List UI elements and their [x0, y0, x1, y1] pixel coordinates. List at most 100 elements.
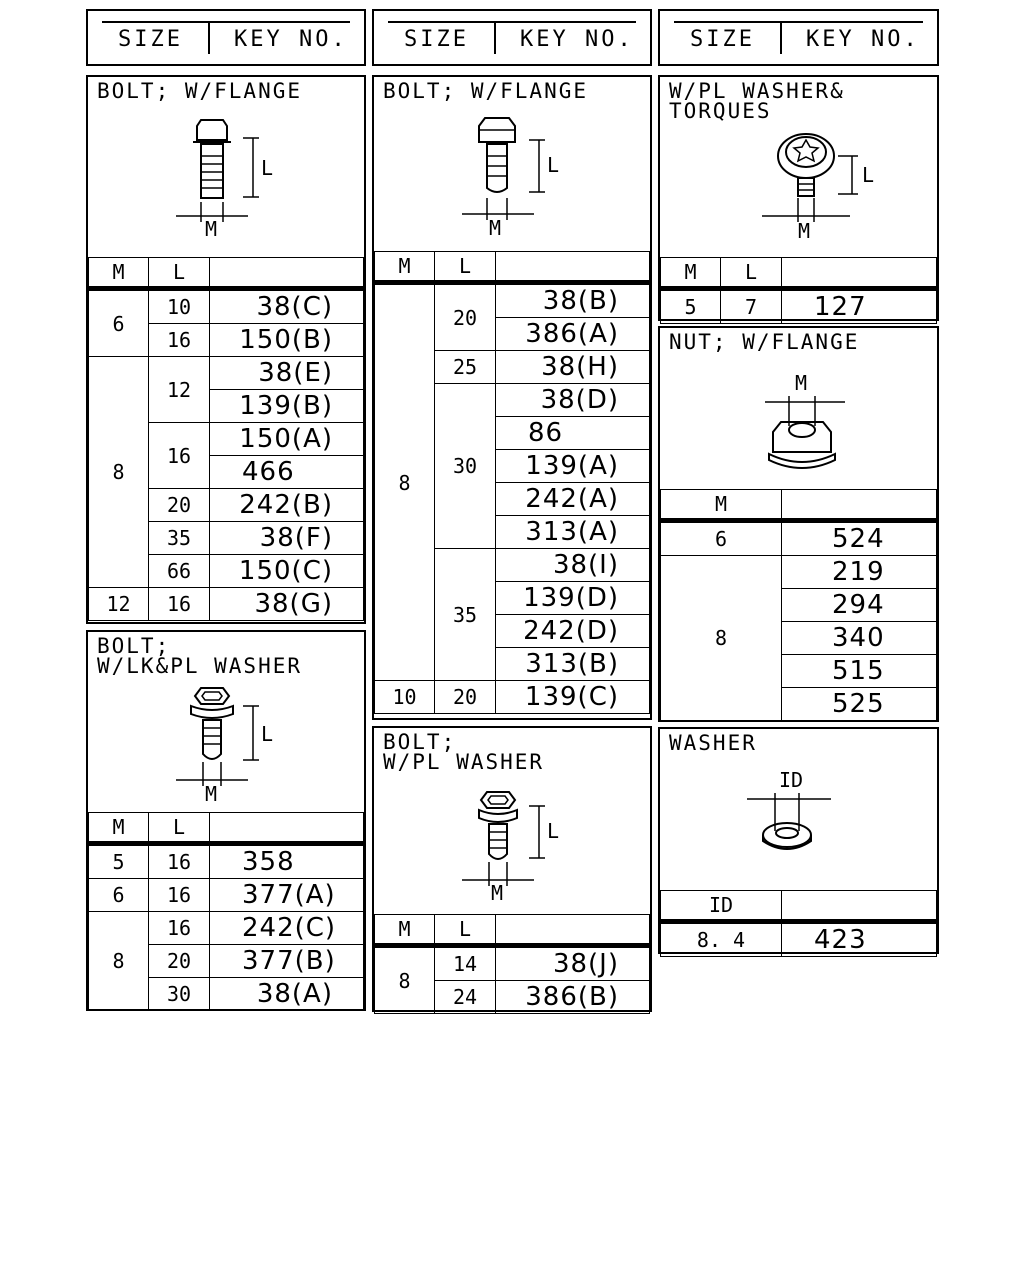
- table-cell: M: [374, 251, 435, 285]
- table-cell: M: [660, 489, 782, 523]
- key-no-label: KEY NO.: [520, 27, 634, 52]
- panel-title: BOLT; W/LK&PL WASHER: [97, 634, 303, 678]
- svg-text:M: M: [205, 782, 217, 806]
- table-cell: L: [434, 251, 496, 285]
- table-cell: 466: [209, 455, 364, 489]
- bolt-flange-icon: L M: [462, 117, 559, 240]
- header-size-key-2: SIZE KEY NO.: [372, 9, 652, 66]
- table-cell: 16: [148, 878, 210, 912]
- table-cell: 16: [148, 911, 210, 945]
- svg-text:M: M: [491, 881, 503, 905]
- table-cell: [209, 257, 364, 291]
- table-cell: 340: [781, 621, 937, 655]
- svg-text:M: M: [205, 217, 217, 241]
- table-cell: 16: [148, 587, 210, 621]
- table-cell: 38(G): [209, 587, 364, 621]
- table-cell: 12: [88, 587, 149, 621]
- table-cell: 358: [209, 843, 364, 879]
- table-cell: 219: [781, 555, 937, 589]
- svg-text:L: L: [862, 163, 874, 187]
- table-cell: 38(E): [209, 356, 364, 390]
- table-cell: 38(B): [495, 282, 650, 318]
- panel-title: NUT; W/FLANGE: [669, 330, 860, 354]
- torx-screw-icon: L M: [762, 133, 874, 243]
- table-cell: 150(A): [209, 422, 364, 456]
- table-cell: 16: [148, 422, 210, 489]
- table-cell: 524: [781, 520, 937, 556]
- table-row: 466: [89, 455, 364, 489]
- table-cell: 242(C): [209, 911, 364, 945]
- table-cell: 16: [148, 323, 210, 357]
- table-cell: 66: [148, 554, 210, 588]
- table-cell: 24: [434, 980, 496, 1014]
- table-row: ID: [660, 890, 937, 924]
- table-cell: 242(A): [495, 482, 650, 516]
- panel-title: BOLT; W/PL WASHER: [383, 730, 545, 774]
- table-cell: 16: [148, 843, 210, 879]
- table-cell: 139(C): [495, 680, 650, 714]
- header-size-key-1: SIZE KEY NO.: [86, 9, 366, 66]
- table-cell: 20: [434, 282, 496, 351]
- panel-title: W/PL WASHER& TORQUES: [669, 79, 845, 123]
- flange-nut-icon: M: [765, 371, 845, 469]
- table-cell: [781, 890, 937, 924]
- table-row: M: [660, 489, 937, 523]
- table-cell: 8: [88, 911, 149, 1011]
- dim-m-label: M: [795, 371, 807, 395]
- table-cell: 139(B): [209, 389, 364, 423]
- table-cell: 423: [781, 921, 937, 957]
- table-cell: 127: [781, 288, 937, 324]
- table-row: 86: [375, 416, 650, 450]
- table-row: 386(A): [375, 317, 650, 351]
- table-cell: [781, 489, 937, 523]
- panel-title: BOLT; W/FLANGE: [97, 79, 303, 103]
- size-label: SIZE: [690, 27, 755, 52]
- table-cell: 377(A): [209, 878, 364, 912]
- table-cell: 35: [434, 548, 496, 681]
- key-no-label: KEY NO.: [806, 27, 920, 52]
- table-cell: 86: [495, 416, 650, 450]
- table-row: 242(A): [375, 482, 650, 516]
- table-cell: 25: [434, 350, 496, 384]
- table-cell: 38(I): [495, 548, 650, 582]
- table-cell: 30: [434, 383, 496, 549]
- svg-text:M: M: [798, 219, 810, 243]
- table-cell: 8: [374, 945, 435, 1014]
- table-cell: 242(B): [209, 488, 364, 522]
- svg-text:L: L: [547, 153, 559, 177]
- table-cell: 6: [88, 288, 149, 357]
- key-no-label: KEY NO.: [234, 27, 348, 52]
- table-cell: M: [660, 257, 721, 291]
- table-cell: 150(C): [209, 554, 364, 588]
- table-row: 294: [661, 588, 937, 622]
- table-cell: 38(A): [209, 977, 364, 1011]
- table-cell: 525: [781, 687, 937, 721]
- table-row: 139(B): [89, 389, 364, 423]
- bolt-flange-icon: L M: [176, 119, 273, 241]
- table-cell: 38(J): [495, 945, 650, 981]
